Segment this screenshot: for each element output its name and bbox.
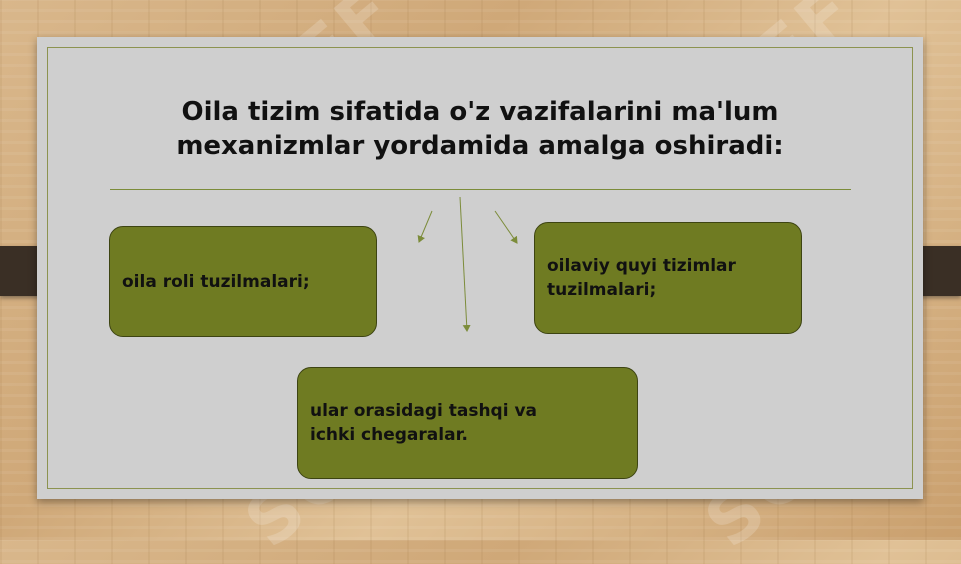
title-divider — [110, 189, 851, 190]
mechanism-box-boundaries: ular orasidagi tashqi va ichki chegarala… — [297, 367, 638, 479]
mechanism-box-subsystems: oilaviy quyi tizimlar tuzilmalari; — [534, 222, 802, 334]
box-text-line-1: oila roli tuzilmalari; — [122, 271, 310, 292]
box-text: ular orasidagi tashqi va ichki chegarala… — [310, 399, 537, 447]
box-text: oilaviy quyi tizimlar tuzilmalari; — [547, 254, 736, 302]
box-text-line-2: ichki chegaralar. — [310, 425, 468, 445]
mechanism-box-role-structures: oila roli tuzilmalari; — [109, 226, 377, 337]
slide-title-line-1: Oila tizim sifatida o'z vazifalarini ma'… — [181, 97, 779, 127]
box-text-line-1: oilaviy quyi tizimlar — [547, 256, 736, 276]
slide-title-line-2: mexanizmlar yordamida amalga oshiradi: — [176, 131, 784, 161]
box-text-line-1: ular orasidagi tashqi va — [310, 401, 538, 421]
arrow-to-bottom-box — [459, 196, 471, 332]
arrow-to-right-box — [494, 210, 518, 244]
box-text: oila roli tuzilmalari; — [122, 270, 310, 294]
box-text-line-2: tuzilmalari; — [547, 280, 657, 300]
arrow-to-left-box — [417, 210, 433, 243]
connector-arrows — [417, 196, 518, 332]
slide-title: Oila tizim sifatida o'z vazifalarini ma'… — [100, 95, 860, 163]
panel-frame — [47, 47, 913, 489]
